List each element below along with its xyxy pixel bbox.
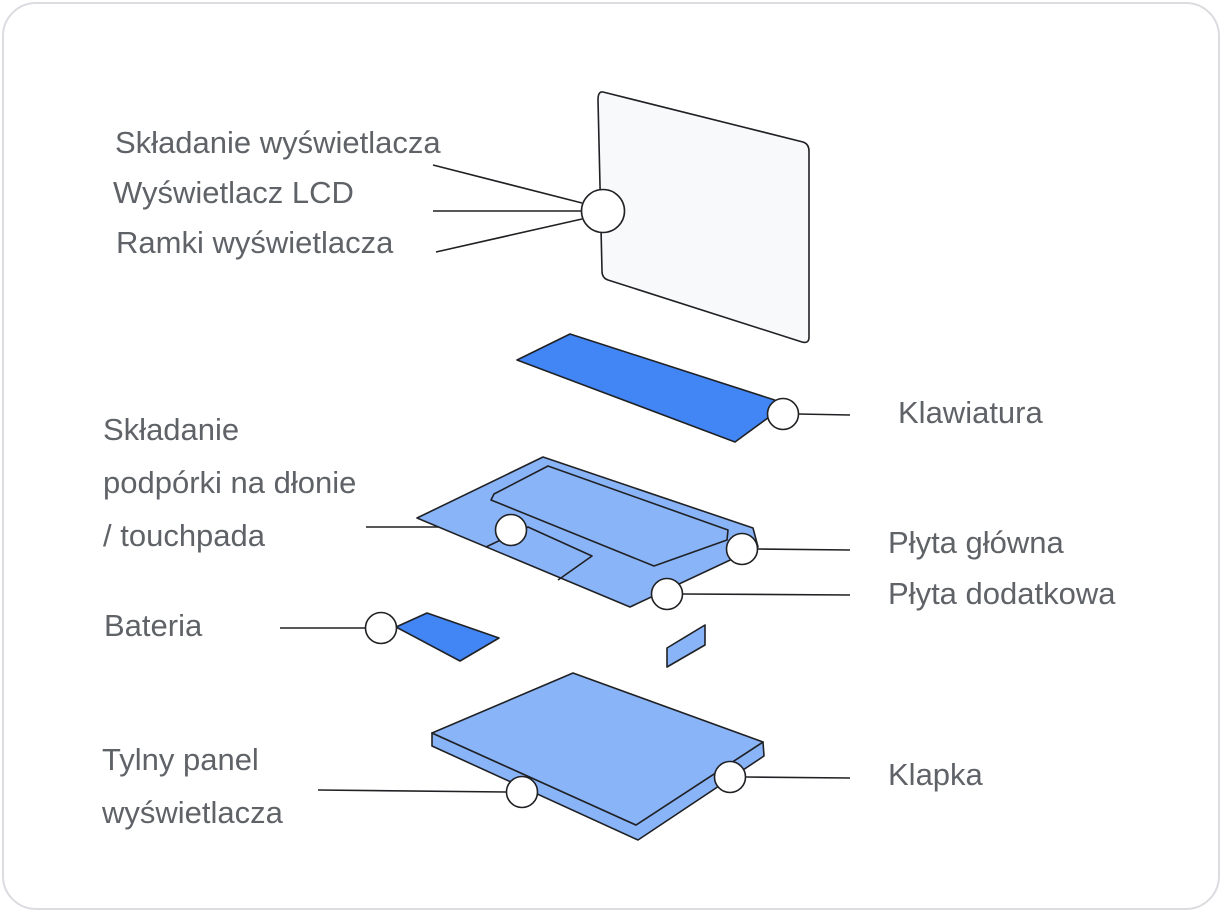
battery-shape xyxy=(395,612,500,662)
back-panel-top xyxy=(431,672,764,826)
label-daughterboard: Płyta dodatkowa xyxy=(888,576,1116,611)
leader-line-daughterboard xyxy=(682,593,851,596)
label-flap: Klapka xyxy=(888,757,983,792)
callout-circle-keyboard xyxy=(766,397,800,431)
label-palmrest-line2: podpórki na dłonie xyxy=(103,465,357,500)
label-back-panel: Tylny panel wyświetlacza xyxy=(102,733,283,839)
label-back-panel-line2: wyświetlacza xyxy=(102,795,283,830)
label-bezels: Ramki wyświetlacza xyxy=(116,225,394,260)
label-keyboard: Klawiatura xyxy=(898,395,1043,430)
callout-circle-back-panel xyxy=(505,775,539,809)
label-palmrest-line3: / touchpada xyxy=(103,518,266,553)
label-palmrest-line1: Składanie xyxy=(103,412,240,447)
leader-line-keyboard xyxy=(797,413,851,416)
label-back-panel-line1: Tylny panel xyxy=(102,742,259,777)
leader-line-bezels xyxy=(435,218,583,253)
leader-line-back-panel xyxy=(317,789,507,793)
leader-line-flap xyxy=(745,776,851,779)
display-panel-shape xyxy=(597,91,810,344)
label-display-assembly: Składanie wyświetlacza xyxy=(115,125,441,160)
keyboard-shape xyxy=(516,333,788,443)
leader-line-motherboard xyxy=(757,548,851,551)
callout-circle-palmrest xyxy=(494,513,528,547)
callout-circle-motherboard xyxy=(725,532,759,566)
label-battery: Bateria xyxy=(104,608,203,643)
callout-circle-flap xyxy=(713,760,747,794)
label-palmrest: Składanie podpórki na dłonie / touchpada xyxy=(103,403,356,562)
label-lcd: Wyświetlacz LCD xyxy=(113,175,354,210)
palmrest-inner-panel xyxy=(490,465,729,567)
leader-line-display-assembly xyxy=(432,164,583,204)
callout-circle-battery xyxy=(364,611,398,645)
callout-circle-display xyxy=(580,188,626,234)
label-motherboard: Płyta główna xyxy=(888,525,1064,560)
daughterboard-shape xyxy=(666,624,706,668)
callout-circle-daughterboard xyxy=(650,577,684,611)
